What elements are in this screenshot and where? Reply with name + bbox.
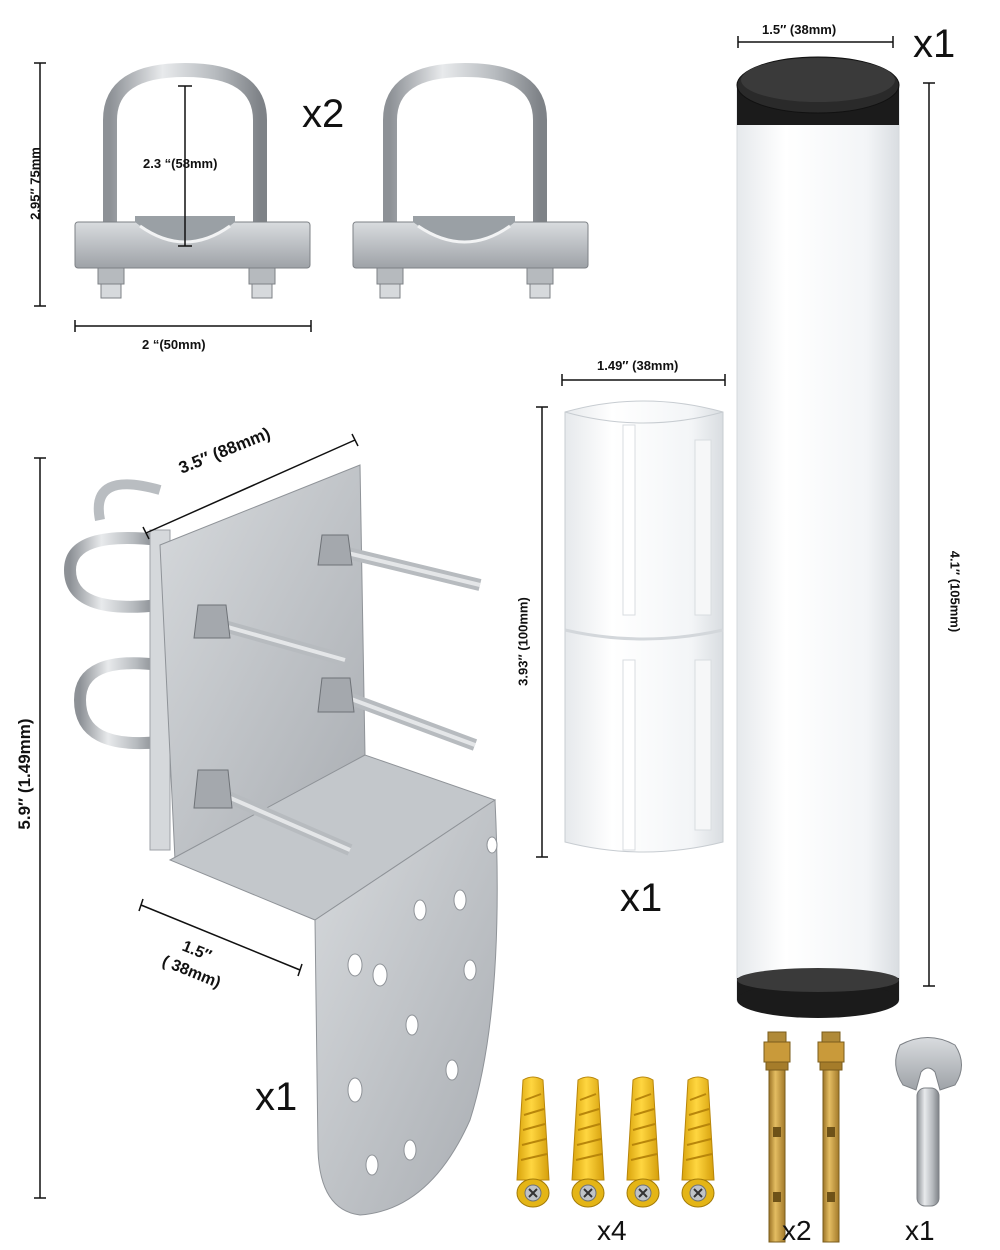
wrench bbox=[895, 1037, 962, 1207]
wrench-quantity: x1 bbox=[905, 1215, 935, 1246]
u-bolt-clamp-left bbox=[74, 62, 311, 299]
mast-pole bbox=[736, 56, 900, 1018]
wall-anchor bbox=[626, 1076, 660, 1208]
wall-bracket bbox=[63, 464, 498, 1216]
pole-quantity: x1 bbox=[913, 22, 956, 66]
wall-anchor bbox=[516, 1076, 550, 1208]
expansion-bolts-quantity: x2 bbox=[782, 1215, 812, 1246]
sleeve-diameter-label: 1.49″ (38mm) bbox=[597, 358, 679, 373]
pole-dimension-lines bbox=[737, 36, 935, 987]
adapter-sleeve bbox=[564, 400, 724, 853]
bracket-bolts bbox=[193, 534, 482, 856]
clamp-height-label: 2.95″ 75mm bbox=[27, 147, 43, 220]
pole-diameter-label: 1.5″ (38mm) bbox=[762, 22, 837, 37]
clamp-inner-height-label: 2.3 “(58mm) bbox=[143, 156, 218, 171]
wall-anchor bbox=[681, 1076, 715, 1208]
expansion-bolt bbox=[817, 1031, 845, 1243]
clamp-dimension-lines bbox=[34, 62, 312, 332]
wall-anchors bbox=[516, 1076, 715, 1208]
clamp-width-label: 2 “(50mm) bbox=[142, 337, 206, 352]
sleeve-height-label: 3.93″ (100mm) bbox=[515, 597, 531, 686]
bracket-dimension-lines bbox=[34, 433, 359, 1199]
bracket-quantity: x1 bbox=[255, 1075, 298, 1119]
wall-anchor bbox=[571, 1076, 605, 1208]
clamp-quantity: x2 bbox=[302, 92, 345, 136]
expansion-bolts bbox=[763, 1031, 845, 1243]
u-bolt-clamp-right bbox=[352, 62, 589, 299]
sleeve-dimension-lines bbox=[536, 374, 726, 858]
bracket-height-label: 5.9″ (1.49mm) bbox=[15, 718, 34, 830]
expansion-bolt bbox=[763, 1031, 791, 1243]
pole-height-label: 4.1″ (105mm) bbox=[947, 550, 963, 633]
anchors-quantity: x4 bbox=[597, 1215, 627, 1246]
sleeve-quantity: x1 bbox=[620, 876, 663, 920]
